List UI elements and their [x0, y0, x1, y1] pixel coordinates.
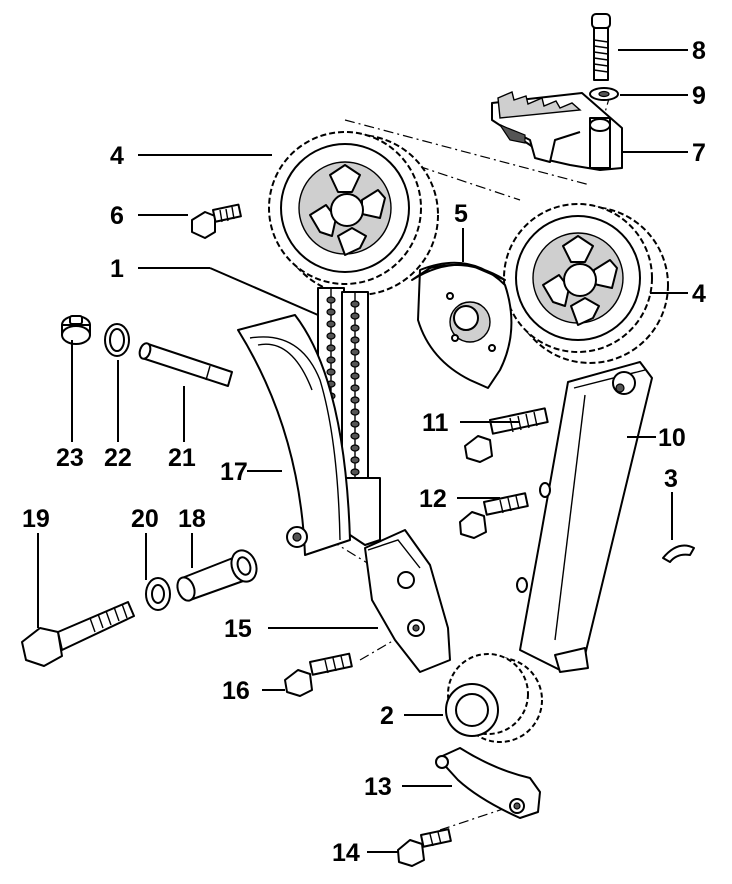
bolt-14	[397, 828, 452, 867]
callout-9: 9	[692, 82, 706, 110]
callout-8: 8	[692, 37, 706, 65]
bolt-19	[21, 601, 135, 667]
bolt-8	[591, 13, 611, 81]
bolt-6	[191, 203, 242, 239]
callout-21: 21	[168, 444, 196, 472]
callout-14: 14	[332, 839, 360, 867]
chain-link-pin	[350, 456, 360, 464]
chain-link-pin	[326, 344, 336, 352]
callout-5: 5	[454, 200, 468, 228]
chain-link-pin	[326, 296, 336, 304]
pin-21	[138, 342, 233, 387]
sealing-ring-22	[104, 323, 130, 357]
chain-link-pin	[350, 396, 360, 404]
callout-16: 16	[222, 677, 250, 705]
camshaft-sprocket-left	[268, 131, 439, 296]
chain-link-pin	[350, 348, 360, 356]
washer-9	[589, 87, 619, 101]
callout-18: 18	[178, 505, 206, 533]
chain-link-pin	[350, 384, 360, 392]
chain-link-pin	[326, 320, 336, 328]
screw-plug-23	[61, 315, 91, 345]
washer-20	[145, 577, 171, 611]
callout-4-left: 4	[110, 142, 124, 170]
chain-link-pin	[350, 372, 360, 380]
bolt-11	[464, 407, 549, 463]
chain-link-pin	[350, 408, 360, 416]
callout-12: 12	[419, 485, 447, 513]
callout-7: 7	[692, 139, 706, 167]
crankshaft-sprocket	[445, 653, 543, 743]
callout-6: 6	[110, 202, 124, 230]
chain-link-pin	[350, 300, 360, 308]
callout-22: 22	[104, 444, 132, 472]
callout-2: 2	[380, 702, 394, 730]
impulse-wheel	[411, 261, 513, 389]
callout-15: 15	[224, 615, 252, 643]
callout-13: 13	[364, 773, 392, 801]
sleeve-18	[176, 549, 258, 602]
tensioner-guide	[491, 91, 623, 171]
woodruff-key	[662, 544, 695, 563]
chain-link-pin	[326, 308, 336, 316]
chain-link-pin	[350, 444, 360, 452]
callout-19: 19	[22, 505, 50, 533]
callout-11: 11	[422, 409, 449, 437]
tensioner-rail	[516, 361, 653, 673]
chain-bracket	[364, 529, 451, 673]
chain-link-pin	[326, 332, 336, 340]
chain-link-pin	[326, 356, 336, 364]
callout-10: 10	[658, 424, 686, 452]
callout-23: 23	[56, 444, 84, 472]
chain-link-pin	[350, 360, 360, 368]
callout-1: 1	[110, 255, 124, 283]
chain-link-pin	[350, 336, 360, 344]
camshaft-sprocket-right	[503, 203, 669, 364]
callout-20: 20	[131, 505, 159, 533]
callout-4-right: 4	[692, 280, 706, 308]
chain-link-pin	[350, 324, 360, 332]
callout-17: 17	[220, 458, 248, 486]
guide-rail	[237, 314, 351, 556]
callouts: 4 6 1 5 8 9 7 4 10 11 12 3 15 16 2 13 14…	[22, 37, 706, 867]
bottom-guide	[435, 747, 541, 819]
bolt-16	[284, 652, 353, 697]
chain-link-pin	[350, 468, 360, 476]
chain-link-pin	[350, 420, 360, 428]
chain-link-pin	[350, 312, 360, 320]
chain-link-pin	[350, 432, 360, 440]
chain-link-pin	[326, 368, 336, 376]
bolt-12	[459, 492, 529, 539]
callout-3: 3	[664, 465, 678, 493]
leader-lines	[37, 49, 688, 853]
